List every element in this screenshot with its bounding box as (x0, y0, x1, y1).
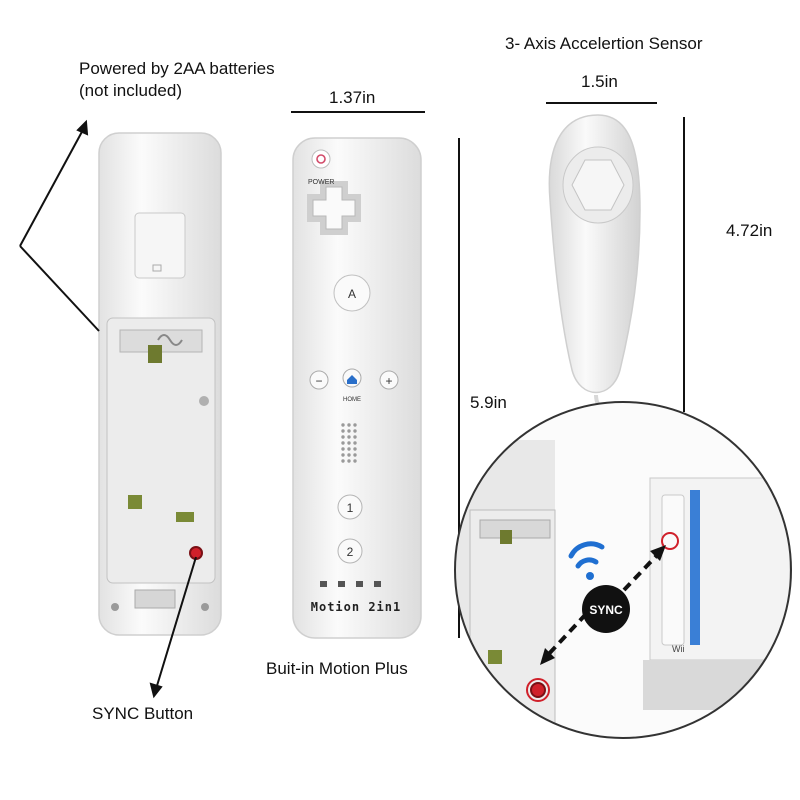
wireless-icon (568, 541, 605, 580)
sync-badge-text: SYNC (589, 603, 623, 617)
power-label: POWER (308, 179, 334, 186)
remote-back-view (98, 132, 222, 636)
a-button (333, 274, 371, 312)
motion-plus-label: Buit-in Motion Plus (266, 659, 408, 678)
pointer-arrows (19, 119, 197, 699)
remote-width-label: 1.37in (329, 88, 376, 107)
minus-label: − (315, 374, 322, 388)
sync-badge (582, 585, 630, 633)
a-label: A (348, 287, 356, 301)
d-pad (312, 186, 356, 230)
control-stick (571, 159, 625, 211)
nunchuk-view (548, 114, 641, 420)
wii-logo: Wii (672, 644, 685, 654)
speaker-grille (341, 423, 357, 463)
power-button (311, 149, 331, 169)
one-button (337, 494, 363, 520)
battery-latch (134, 212, 186, 279)
sync-zoom-circle: Wii SYNC (454, 401, 792, 739)
brand-text: Motion 2in1 (311, 600, 401, 614)
remote-front-view: POWER A − + HOME 1 2 Motion 2in1 (292, 137, 422, 639)
sensor-label: 3- Axis Accelertion Sensor (505, 34, 703, 53)
plus-label: + (385, 374, 392, 388)
home-label: HOME (343, 397, 361, 403)
plus-button (379, 370, 399, 390)
player-leds (320, 581, 381, 587)
batteries-note-label: (not included) (79, 81, 183, 100)
remote-length-label: 5.9in (470, 393, 507, 412)
nunchuk-length-label: 4.72in (726, 221, 773, 240)
sync-button-label: SYNC Button (92, 704, 194, 723)
one-label: 1 (347, 501, 354, 515)
console-light-strip (690, 490, 700, 645)
two-label: 2 (347, 545, 354, 559)
nunchuk-width-label: 1.5in (581, 72, 618, 91)
batteries-label: Powered by 2AA batteries (79, 59, 275, 78)
two-button (337, 538, 363, 564)
minus-button (309, 370, 329, 390)
